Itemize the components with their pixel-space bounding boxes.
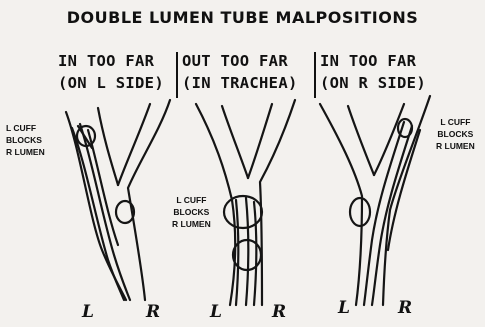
tracheal-cuff-3 <box>350 198 370 226</box>
airway-right-outer-wall-2 <box>260 100 295 305</box>
carina-left-wall-1 <box>98 108 118 185</box>
label-right-2: R <box>272 302 286 322</box>
left-cuff-2 <box>224 196 262 228</box>
tube-wall-2b <box>246 198 248 305</box>
airway-left-outer-wall-2 <box>196 104 235 305</box>
label-right-1: R <box>146 302 160 322</box>
tube-wall-3b <box>372 126 412 305</box>
tube-wall-2a <box>236 200 238 305</box>
label-right-3: R <box>398 298 412 318</box>
carina-left-wall-2 <box>222 106 248 178</box>
airway-panel-3 <box>320 96 430 305</box>
tube-wall-2c <box>254 202 256 305</box>
label-left-1: L <box>82 302 94 322</box>
airway-right-outer-wall-1 <box>128 100 170 300</box>
label-left-2: L <box>210 302 222 322</box>
airway-panel-1 <box>66 100 170 300</box>
airway-panel-2 <box>196 100 295 305</box>
airway-left-outer-wall-3 <box>320 104 362 305</box>
label-left-3: L <box>338 298 350 318</box>
tube-wall-1b <box>80 124 130 300</box>
carina-left-wall-3 <box>348 106 374 175</box>
